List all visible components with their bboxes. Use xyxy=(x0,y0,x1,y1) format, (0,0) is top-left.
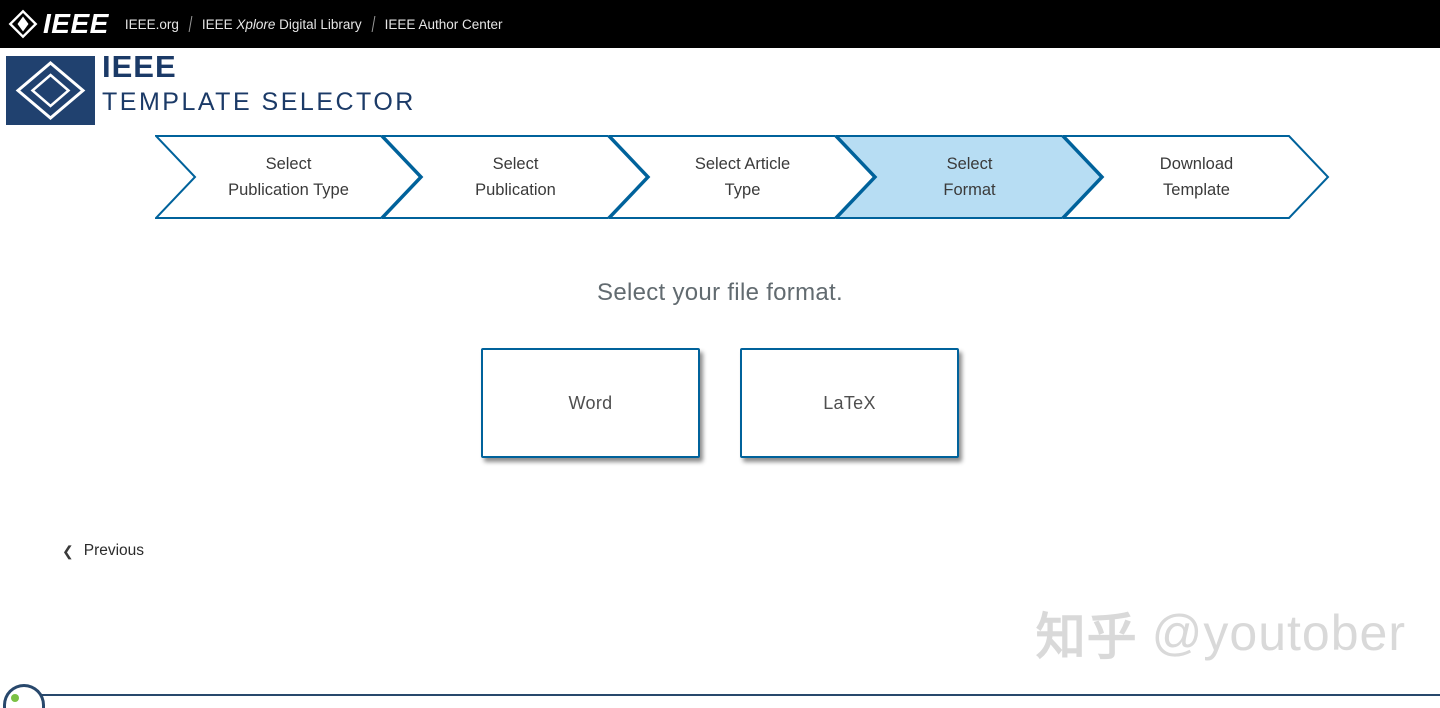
step-select-publication[interactable]: Select Publication xyxy=(382,135,649,219)
watermark: 知乎 @youtober xyxy=(1036,597,1406,669)
chat-widget-icon[interactable] xyxy=(3,684,45,708)
link-ieee-xplore-digital-library[interactable]: IEEE Xplore Digital Library xyxy=(201,16,362,32)
word-option-button[interactable]: Word xyxy=(481,348,700,458)
bottom-banner-edge xyxy=(12,694,1440,703)
format-options: Word LaTeX xyxy=(0,348,1440,458)
previous-label: Previous xyxy=(83,542,145,559)
page-title: Select your file format. xyxy=(597,279,843,306)
step-arrow-shape xyxy=(155,135,422,219)
ieee-logo[interactable]: IEEE xyxy=(5,6,109,42)
step-arrow-shape xyxy=(382,135,649,219)
chat-status-dot xyxy=(11,694,19,702)
progress-steps: Select Publication Type Select Publicati… xyxy=(155,135,1330,219)
ieee-diamond-icon xyxy=(8,9,38,39)
step-label: Download Template xyxy=(1159,155,1234,199)
top-links: IEEE.org IEEE Xplore Digital Library IEE… xyxy=(125,16,503,32)
link-ieee-author-center[interactable]: IEEE Author Center xyxy=(384,16,503,32)
chevron-left-icon: ❮ xyxy=(62,542,74,559)
app-title-ieee: IEEE xyxy=(102,49,177,84)
link-ieee-org[interactable]: IEEE.org xyxy=(124,16,179,32)
step-arrow-shape xyxy=(836,135,1103,219)
top-nav-bar: IEEE IEEE.org IEEE Xplore Digital Librar… xyxy=(0,0,1440,48)
template-selector-logo[interactable] xyxy=(6,56,95,125)
step-label: Select Article Type xyxy=(694,155,791,199)
step-label: Select Publication Type xyxy=(228,155,349,199)
watermark-brand: 知乎 xyxy=(1035,609,1138,665)
step-label: Select Publication xyxy=(475,155,556,199)
divider xyxy=(371,16,376,32)
divider xyxy=(188,16,193,32)
diamond-logo-icon xyxy=(15,61,86,120)
latex-option-button[interactable]: LaTeX xyxy=(740,348,959,458)
step-select-article-type[interactable]: Select Article Type xyxy=(609,135,876,219)
watermark-handle: @youtober xyxy=(1151,605,1406,661)
step-arrow-shape xyxy=(1063,135,1330,219)
step-select-publication-type[interactable]: Select Publication Type xyxy=(155,135,422,219)
step-arrow-shape xyxy=(609,135,876,219)
step-download-template[interactable]: Download Template xyxy=(1063,135,1330,219)
step-select-format[interactable]: Select Format xyxy=(836,135,1103,219)
step-label: Select Format xyxy=(943,155,996,199)
previous-button[interactable]: ❮ Previous xyxy=(62,542,144,560)
app-title-template-selector: TEMPLATE SELECTOR xyxy=(102,88,416,116)
ieee-logo-text: IEEE xyxy=(43,8,109,39)
